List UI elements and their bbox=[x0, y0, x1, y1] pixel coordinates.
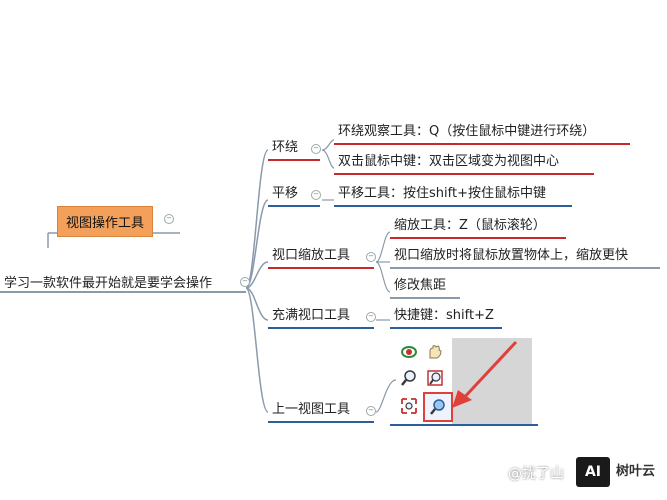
root-underline bbox=[0, 291, 246, 293]
branch-previous-view-underline bbox=[268, 421, 374, 423]
collapse-toggle-zoom[interactable]: − bbox=[366, 252, 376, 262]
zoom-child-1: 缩放工具：Z（鼠标滚轮） bbox=[394, 218, 546, 233]
orbit-icon[interactable] bbox=[399, 342, 419, 362]
toolbar-underline bbox=[390, 424, 538, 426]
zoom-child-2: 视口缩放时将鼠标放置物体上，缩放更快 bbox=[394, 248, 629, 263]
collapse-toggle-zoom-extents[interactable]: − bbox=[366, 312, 376, 322]
branch-pan: 平移 bbox=[272, 186, 299, 201]
zoom-extents-child-1: 快捷键：shift+Z bbox=[394, 308, 494, 323]
collapse-toggle-pan[interactable]: − bbox=[311, 190, 321, 200]
branch-zoom-extents-underline bbox=[268, 327, 374, 329]
collapse-toggle-orbit[interactable]: − bbox=[311, 144, 321, 154]
zoom-child-2-underline bbox=[390, 267, 660, 269]
orbit-child-2-underline bbox=[334, 173, 594, 175]
pan-child-1: 平移工具：按住shift+按住鼠标中键 bbox=[338, 186, 546, 201]
previous-view-icon[interactable] bbox=[423, 392, 453, 422]
zoom-child-3: 修改焦距 bbox=[394, 278, 447, 293]
pan-child-1-underline bbox=[334, 205, 572, 207]
collapse-toggle-previous-view[interactable]: − bbox=[366, 406, 376, 416]
branch-previous-view: 上一视图工具 bbox=[272, 402, 351, 417]
zoom-child-3-underline bbox=[390, 297, 460, 299]
pointer-arrow-icon bbox=[452, 340, 518, 408]
root-node: 学习一款软件最开始就是要学会操作 bbox=[4, 276, 213, 291]
orbit-child-1: 环绕观察工具：Q（按住鼠标中键进行环绕） bbox=[338, 124, 596, 139]
zoom-child-1-underline bbox=[390, 237, 566, 239]
orbit-child-2: 双击鼠标中键：双击区域变为视图中心 bbox=[338, 154, 560, 169]
zoom-icon[interactable] bbox=[399, 368, 419, 388]
orbit-child-1-underline bbox=[334, 143, 630, 145]
toolbar-screenshot bbox=[390, 338, 538, 426]
watermark-text: @扰了山 bbox=[508, 466, 564, 482]
branch-orbit: 环绕 bbox=[272, 140, 299, 155]
zoom-extents-child-1-underline bbox=[390, 327, 502, 329]
title-node-text: 视图操作工具 bbox=[66, 216, 145, 231]
branch-zoom-extents: 充满视口工具 bbox=[272, 308, 351, 323]
watermark-brand: 树叶云 bbox=[616, 464, 656, 479]
branch-pan-underline bbox=[268, 205, 320, 207]
zoom-window-icon[interactable] bbox=[425, 368, 445, 388]
collapse-toggle-title[interactable]: − bbox=[164, 214, 174, 224]
watermark-logo: AI bbox=[576, 457, 610, 487]
branch-zoom: 视口缩放工具 bbox=[272, 248, 351, 263]
branch-zoom-underline bbox=[268, 267, 374, 269]
collapse-toggle-root[interactable]: − bbox=[240, 277, 250, 287]
pan-hand-icon[interactable] bbox=[425, 342, 445, 362]
title-node: 视图操作工具 bbox=[57, 206, 154, 237]
branch-orbit-underline bbox=[268, 159, 320, 161]
zoom-extents-icon[interactable] bbox=[399, 396, 419, 416]
